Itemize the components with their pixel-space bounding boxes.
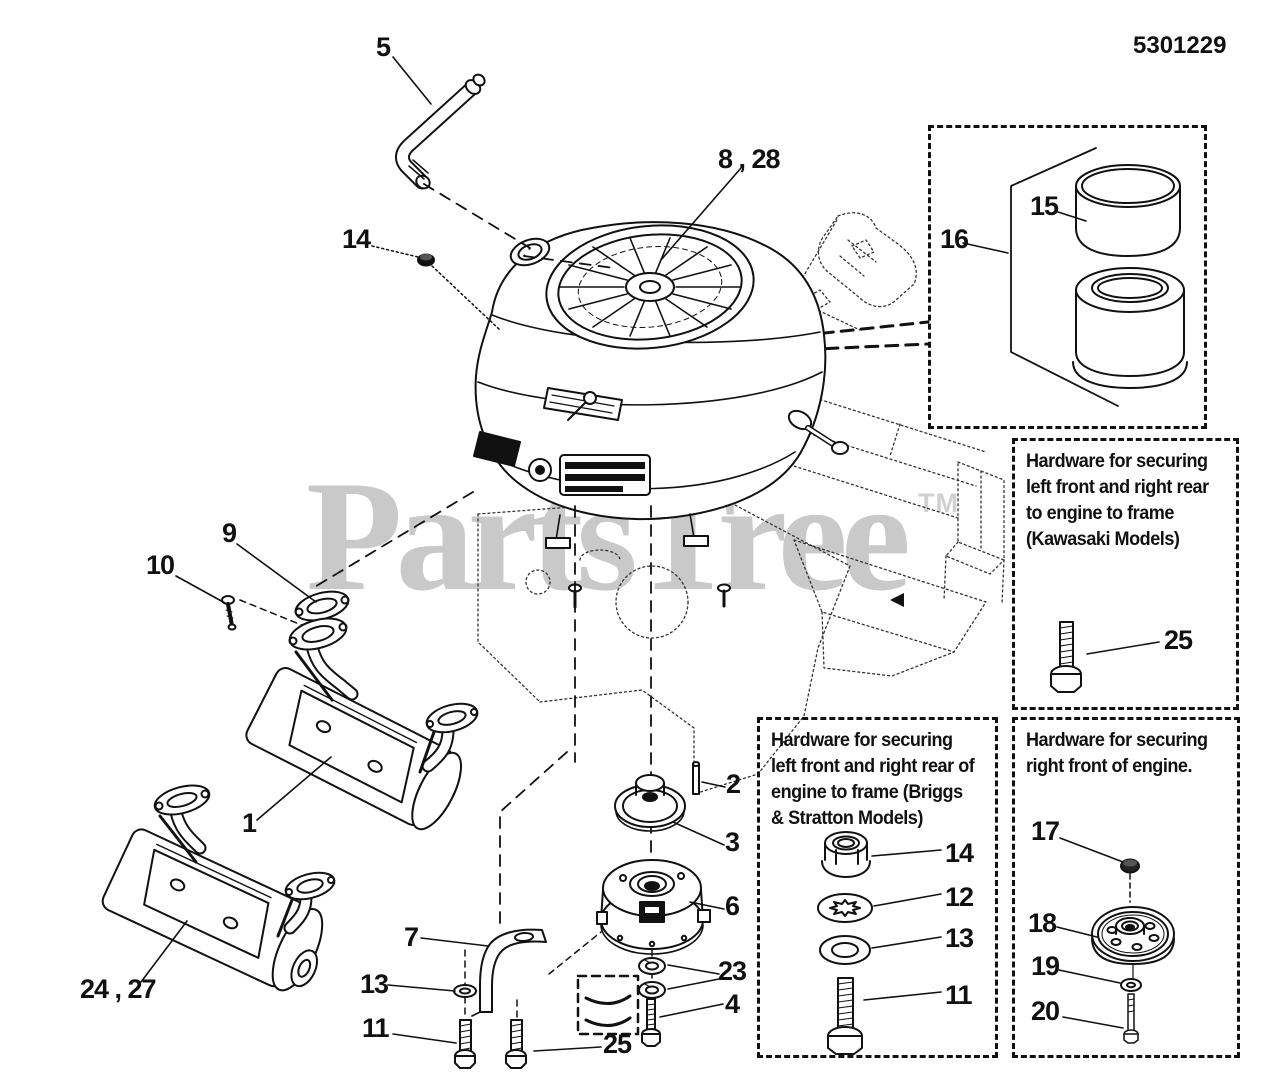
fan-spokes xyxy=(559,237,741,337)
callout-gasket-bolt: 10 xyxy=(146,550,175,580)
kawasaki-bolt xyxy=(1050,621,1082,693)
callout-rf-bolt: 20 xyxy=(1031,996,1060,1026)
shaft-key xyxy=(692,761,700,795)
leader-lines xyxy=(140,56,1160,1052)
electric-clutch xyxy=(596,859,711,955)
muffler-left xyxy=(101,784,336,992)
callout-briggs-bolt: 11 xyxy=(945,980,973,1010)
clutch-bracket xyxy=(471,928,547,1017)
document-number: 5301229 xyxy=(1133,32,1227,59)
briggs-items xyxy=(817,831,873,1055)
callout-precleaner: 15 xyxy=(1030,191,1059,221)
exhaust-gasket xyxy=(294,590,350,622)
crankshaft-pulley xyxy=(614,774,686,832)
callout-bolt-center: 25 xyxy=(603,1029,632,1059)
watermark-tm: TM xyxy=(918,488,959,518)
air-filter-artwork xyxy=(1010,147,1188,407)
callout-clutch: 6 xyxy=(725,891,740,921)
callout-briggs-lock-washer: 12 xyxy=(945,882,974,912)
muffler-right xyxy=(245,617,479,831)
briggs-hardware-box: Hardware for securing left front and rig… xyxy=(757,717,998,1058)
callout-rf-pulley: 18 xyxy=(1028,908,1057,938)
callout-bracket: 7 xyxy=(404,922,419,952)
callout-pulley: 3 xyxy=(725,827,740,857)
callout-briggs-nut: 14 xyxy=(945,838,974,868)
kawasaki-hardware-box: Hardware for securing left front and rig… xyxy=(1012,438,1239,710)
deck-mount-bolts xyxy=(568,583,731,609)
callout-gasket: 9 xyxy=(222,518,237,548)
callout-rf-washer: 19 xyxy=(1031,951,1060,981)
clutch-bolt xyxy=(641,998,661,1047)
callout-washer: 13 xyxy=(360,969,389,999)
breather-pipe xyxy=(395,73,486,190)
gasket-bolt xyxy=(221,595,237,631)
callout-briggs-flat-washer: 13 xyxy=(945,923,974,953)
callout-pin: 2 xyxy=(726,769,741,799)
callout-muffler-right: 1 xyxy=(242,808,257,838)
callout-bolt-front: 11 xyxy=(362,1013,390,1043)
callout-filter-group: 16 xyxy=(940,224,969,254)
right-front-hardware-title: Hardware for securing right front of eng… xyxy=(1026,730,1208,777)
callout-rf-nut: 17 xyxy=(1031,816,1060,846)
callout-clutch-bolt: 4 xyxy=(725,989,740,1019)
callout-kawasaki-bolt: 25 xyxy=(1164,625,1193,655)
right-front-hardware-box: Hardware for securing right front of eng… xyxy=(1012,717,1240,1058)
callout-nut: 14 xyxy=(342,224,371,254)
dotted-leaders xyxy=(371,245,501,331)
callout-muffler-left: 24 , 27 xyxy=(80,974,157,1004)
front-mount-hardware xyxy=(453,984,527,1069)
spring-detail-box xyxy=(576,974,640,1036)
engine-artwork xyxy=(473,221,849,549)
callout-blower: 8 , 28 xyxy=(718,144,781,174)
kawasaki-hardware-title: Hardware for securing left front and rig… xyxy=(1026,451,1209,550)
callout-pipe: 5 xyxy=(376,32,391,62)
flange-nut-14 xyxy=(417,253,435,267)
assembly-axes xyxy=(312,183,652,931)
callout-washer-pair: 23 xyxy=(718,956,747,986)
air-filter-detail-box xyxy=(928,125,1207,429)
briggs-hardware-title: Hardware for securing left front and rig… xyxy=(771,730,975,829)
right-front-items xyxy=(1091,858,1175,1044)
